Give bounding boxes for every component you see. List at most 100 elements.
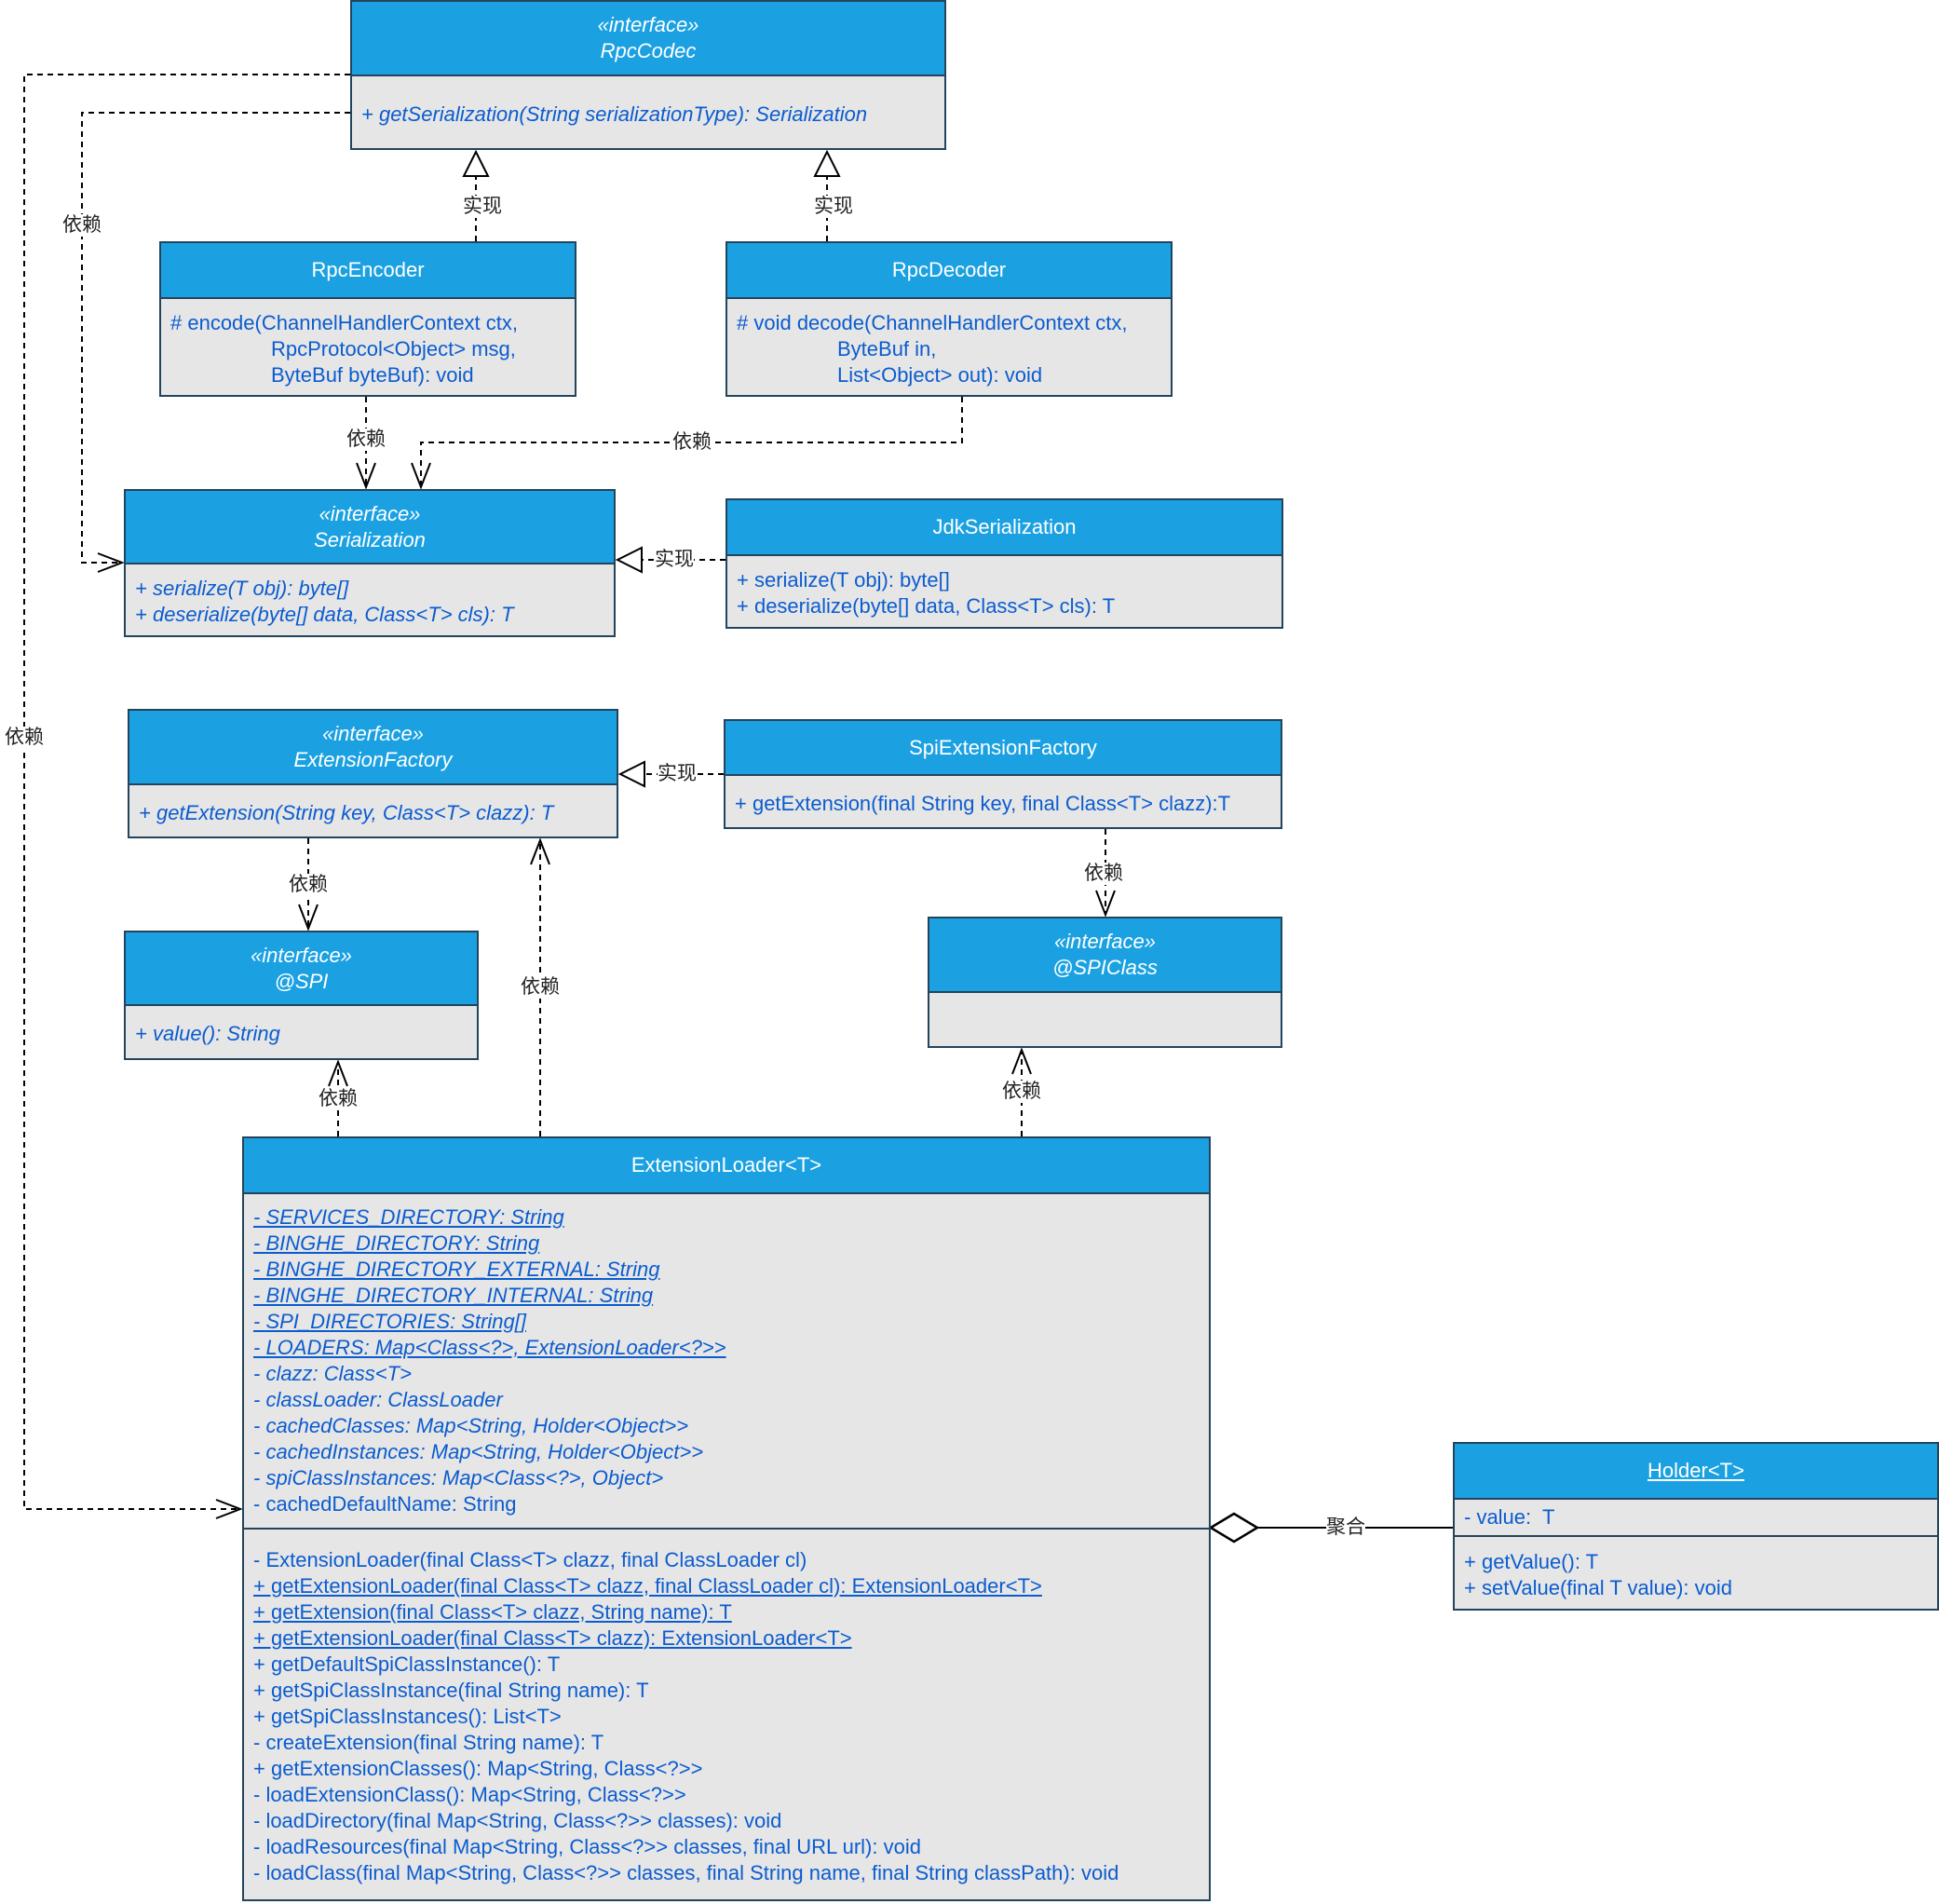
open-arrow-icon [1011,1047,1032,1075]
class-name: Serialization [314,527,426,551]
relation-label: 聚合 [1326,1516,1365,1539]
operations-section: - ExtensionLoader(final Class<T> clazz, … [244,1530,1209,1903]
class-header: «interface»ExtensionFactory [129,711,617,785]
class-header: SpiExtensionFactory [725,721,1281,776]
class-member: List<Object> out): void [837,362,1043,387]
relation-label: 实现 [814,196,853,218]
class-name: RpcDecoder [891,258,1007,281]
class-member: - clazz: Class<T> [253,1362,412,1385]
class-name: SpiExtensionFactory [909,735,1097,759]
class-stereotype: «interface» [322,722,424,745]
class-holder[interactable]: Holder<T> - value: T + getValue(): T+ setV… [1453,1442,1939,1611]
class-rpccodec[interactable]: «interface»RpcCodec + getSerialization(St… [350,0,946,150]
class-member: + getSerialization(String serializationT… [361,102,868,126]
class-name: @SPI [274,969,329,993]
class-rpcencoder[interactable]: RpcEncoder # encode(ChannelHandlerContext… [159,241,576,397]
class-header: RpcEncoder [161,243,575,299]
class-spi[interactable]: «interface»@SPI + value(): String [124,931,479,1060]
class-stereotype: «interface» [1054,930,1156,953]
class-header: JdkSerialization [727,500,1281,556]
class-member: + deserialize(byte[] data, Class<T> cls)… [135,603,514,626]
members-section: + getExtension(String key, Class<T> claz… [129,785,617,840]
class-member: + getExtensionLoader(final Class<T> claz… [253,1625,852,1650]
class-member: + getSpiClassInstances(): List<T> [253,1704,562,1728]
class-member: + getSpiClassInstance(final String name)… [253,1678,649,1702]
class-member: - SERVICES_DIRECTORY: String [253,1205,564,1229]
open-arrow-icon [530,837,550,865]
class-name: ExtensionLoader<T> [631,1153,822,1176]
members-section [929,993,1281,1050]
open-arrow-icon [1095,890,1116,918]
class-member: # encode(ChannelHandlerContext ctx, [170,310,519,334]
class-member: - value: T [1464,1505,1555,1529]
hollow-triangle-icon [813,149,841,177]
relation-label: 依赖 [1002,1081,1041,1103]
class-member: + serialize(T obj): byte[] [135,577,349,600]
class-member: + getExtension(String key, Class<T> claz… [139,800,554,824]
open-arrow-icon [356,462,376,490]
class-name: RpcEncoder [311,258,425,281]
class-extensionloader[interactable]: ExtensionLoader<T> - SERVICES_DIRECTORY: … [242,1136,1211,1901]
class-member: - cachedDefaultName: String [253,1492,517,1516]
class-header: «interface»Serialization [126,491,614,564]
hollow-triangle-icon [615,546,643,574]
class-stereotype: «interface» [251,943,352,967]
relation-extensionloader-spi[interactable] [328,1059,348,1136]
relation-label: 实现 [655,549,694,571]
hollow-triangle-icon [462,149,490,177]
operations-section: + getValue(): T+ setValue(final T value)… [1455,1537,1937,1612]
members-section: # encode(ChannelHandlerContext ctx,RpcPr… [161,299,575,399]
class-member: + serialize(T obj): byte[] [737,568,950,592]
members-section: + serialize(T obj): byte[] + deserialize(… [126,564,614,639]
relation-label: 实现 [463,196,502,218]
members-section: + getSerialization(String serializationT… [352,76,944,152]
relation-label: 依赖 [5,727,44,749]
open-arrow-icon [411,462,431,490]
class-header: «interface»RpcCodec [352,2,944,76]
class-serialization[interactable]: «interface»Serialization+ serialize(T ob… [124,489,616,637]
aggregation-diamond-icon [1208,1512,1260,1544]
class-extensionfactory[interactable]: «interface»ExtensionFactory + getExtensio… [128,709,618,838]
class-header: «interface»@SPIClass [929,918,1281,993]
relation-label: 依赖 [521,976,560,999]
relation-line [420,397,963,487]
class-member: + value(): String [135,1022,280,1045]
class-member: - loadResources(final Map<String, Class<… [253,1834,921,1858]
class-member: - spiClassInstances: Map<Class<?>, Objec… [253,1466,664,1489]
class-member: - loadExtensionClass(): Map<String, Clas… [253,1782,686,1806]
class-member: - loadDirectory(final Map<String, Class<… [253,1808,782,1832]
relation-line [81,112,350,564]
class-jdkserialization[interactable]: JdkSerialization + serialize(T obj): byte… [725,498,1283,629]
class-header: RpcDecoder [727,243,1171,299]
relation-label: 实现 [658,763,697,785]
attributes-section: - SERVICES_DIRECTORY: String - BINGHE_DIR… [244,1194,1209,1530]
class-stereotype: «interface» [597,13,699,36]
class-rpcdecoder[interactable]: RpcDecoder# void decode(ChannelHandlerCo… [725,241,1173,397]
class-member: RpcProtocol<Object> msg, [271,336,516,360]
relation-label: 依赖 [289,874,328,896]
class-member: ByteBuf byteBuf): void [271,362,474,387]
class-member: - cachedInstances: Map<String, Holder<Ob… [253,1440,704,1463]
class-header: ExtensionLoader<T> [244,1138,1209,1194]
class-spiextensionfactory[interactable]: SpiExtensionFactory + getExtension(final … [724,719,1282,829]
relation-rpcdecoder-serialization[interactable] [411,397,963,490]
class-header: «interface»@SPI [126,932,477,1006]
members-section: + getExtension(final String key, final C… [725,776,1281,831]
relation-label: 依赖 [62,214,102,237]
class-spiclass[interactable]: «interface»@SPIClass [928,917,1282,1048]
open-arrow-icon [215,1499,243,1519]
relation-rpccodec-extensionloader[interactable] [23,74,350,1519]
class-member: + getExtensionClasses(): Map<String, Cla… [253,1756,703,1780]
class-member: - loadClass(final Map<String, Class<?>> … [253,1860,1119,1884]
class-member: + getExtension(final Class<T> clazz, Str… [253,1599,732,1624]
relation-label: 依赖 [672,431,712,454]
class-name: Holder<T> [1647,1459,1744,1482]
hollow-triangle-icon [617,760,645,788]
relation-rpccodec-serialization[interactable] [81,112,350,573]
class-member: - BINGHE_DIRECTORY_INTERNAL: String [253,1284,654,1307]
attributes-section: - value: T [1455,1500,1937,1537]
class-member: + deserialize(byte[] data, Class<T> cls)… [737,594,1116,618]
relation-label: 依赖 [346,428,386,451]
class-member: ByteBuf in, [837,336,937,360]
